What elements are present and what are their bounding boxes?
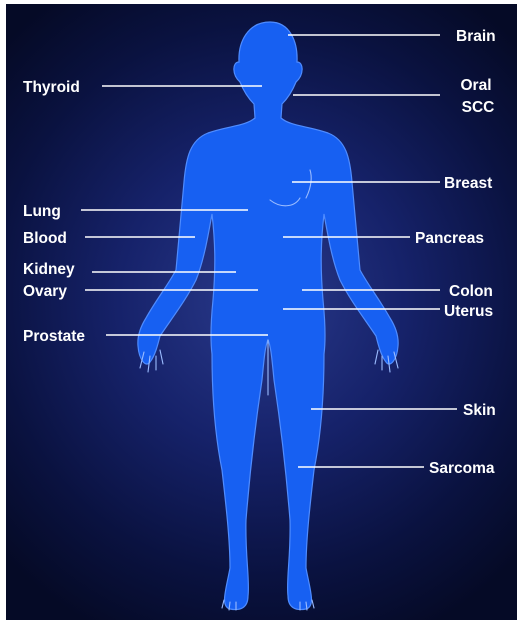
label-lung: Lung <box>23 203 61 220</box>
body-silhouette <box>138 22 398 610</box>
label-skin: Skin <box>463 402 496 419</box>
label-blood: Blood <box>23 230 67 247</box>
label-kidney: Kidney <box>23 261 75 278</box>
label-oral-line1: Oral <box>460 77 491 94</box>
human-body-figure <box>138 22 398 610</box>
label-oral-line2: SCC <box>462 99 495 116</box>
label-uterus: Uterus <box>444 303 493 320</box>
label-colon: Colon <box>449 283 493 300</box>
label-pancreas: Pancreas <box>415 230 484 247</box>
label-prostate: Prostate <box>23 328 85 345</box>
label-brain: Brain <box>456 28 496 45</box>
label-breast: Breast <box>444 175 492 192</box>
label-sarcoma: Sarcoma <box>429 460 495 477</box>
label-ovary: Ovary <box>23 283 67 300</box>
label-thyroid: Thyroid <box>23 79 80 96</box>
